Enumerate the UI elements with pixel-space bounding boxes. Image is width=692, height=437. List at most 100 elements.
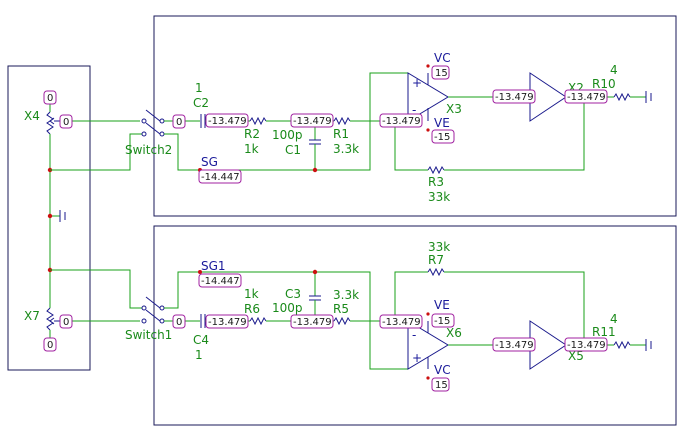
resistor-r1 (333, 116, 351, 126)
probe-c4-out: -13.479 (205, 314, 249, 329)
c2-label: C2 (193, 96, 209, 110)
svg-text:-14.447: -14.447 (201, 172, 240, 183)
x3-plus: + (412, 76, 422, 90)
wire-sw1-sg1 (164, 271, 200, 309)
r1-value: 3.3k (333, 142, 359, 156)
switch1 (141, 296, 165, 324)
r1-label: R1 (333, 127, 349, 141)
probe-x5-out: -13.479 (564, 337, 608, 352)
svg-text:-14.447: -14.447 (201, 276, 240, 287)
svg-text:0: 0 (176, 317, 182, 328)
ground-symbol-r10 (645, 91, 652, 103)
ground-symbol-r11 (645, 339, 652, 351)
probe-x3-vc: 15 (431, 65, 450, 80)
c3-label: C3 (285, 287, 301, 301)
r3-value: 33k (428, 190, 450, 204)
pot-x7 (46, 270, 60, 338)
c3-value: 100p (272, 301, 303, 315)
svg-text:-13.479: -13.479 (495, 92, 534, 103)
probe-r6-out: -13.479 (290, 314, 334, 329)
probe-c2-out: -13.479 (205, 113, 249, 128)
capacitor-c1 (309, 139, 321, 145)
r11-value: 4 (610, 312, 618, 326)
svg-text:-15: -15 (434, 132, 450, 143)
r11-label: R11 (592, 325, 616, 339)
svg-text:15: 15 (435, 68, 448, 79)
probe-x2-out: -13.479 (564, 89, 608, 104)
resistor-r7 (427, 267, 445, 277)
x7-label: X7 (24, 309, 40, 323)
svg-text:-13.479: -13.479 (208, 317, 247, 328)
wire-fb-r3-right (444, 97, 585, 171)
svg-text:-15: -15 (434, 316, 450, 327)
svg-text:-13.479: -13.479 (567, 340, 606, 351)
svg-text:-13.479: -13.479 (382, 317, 421, 328)
svg-text:-13.479: -13.479 (293, 317, 332, 328)
r6-label: R6 (244, 302, 260, 316)
capacitor-c3 (309, 295, 321, 301)
c4-label: C4 (193, 333, 209, 347)
ground-symbol-left (59, 210, 66, 222)
r2-value: 1k (244, 142, 259, 156)
bottom-box (153, 225, 677, 426)
wire-fb-r7-left (394, 271, 428, 321)
probe-r5-out: -13.479 (379, 314, 423, 329)
sg-label: SG (201, 155, 218, 169)
svg-text:0: 0 (63, 117, 69, 128)
c2-value: 1 (195, 81, 203, 95)
probe-x7-bottom: 0 (43, 337, 57, 352)
pot-x4 (46, 104, 60, 170)
r3-label: R3 (428, 175, 444, 189)
x3-minus: - (412, 103, 416, 117)
probe-sw1-out: 0 (172, 314, 186, 329)
x6-ve-label: VE (434, 298, 450, 312)
resistor-r2 (249, 116, 267, 126)
x6-minus: - (412, 328, 416, 342)
probe-x4-wiper: 0 (59, 114, 73, 129)
svg-text:0: 0 (47, 340, 53, 351)
resistor-r3 (427, 165, 445, 175)
c1-label: C1 (285, 143, 301, 157)
opamp-x3 (407, 72, 449, 122)
resistor-r6 (249, 316, 267, 326)
resistor-r5 (333, 316, 351, 326)
r5-label: R5 (333, 302, 349, 316)
capacitor-c4 (200, 314, 206, 328)
svg-text:0: 0 (63, 317, 69, 328)
probe-sg: -14.447 (198, 169, 242, 184)
r6-value: 1k (244, 287, 259, 301)
x3-ve-label: VE (434, 116, 450, 130)
probe-x7-wiper: 0 (59, 314, 73, 329)
c1-value: 100p (272, 128, 303, 142)
sg1-label: SG1 (201, 259, 226, 273)
svg-text:15: 15 (435, 380, 448, 391)
probe-x4-top: 0 (43, 90, 57, 105)
probe-x3-out: -13.479 (492, 89, 536, 104)
probe-x3-ve: -15 (431, 129, 455, 144)
x6-label: X6 (446, 326, 462, 340)
r2-label: R2 (244, 127, 260, 141)
probe-x6-out: -13.479 (492, 337, 536, 352)
x6-plus: + (412, 351, 422, 365)
probe-x6-ve: -15 (431, 313, 455, 328)
wire-sw2-sg (164, 133, 200, 171)
probe-sg1: -14.447 (198, 273, 242, 288)
wire-center-sw2 (50, 133, 142, 171)
switch1-label: Switch1 (125, 328, 172, 342)
svg-text:-13.479: -13.479 (208, 116, 247, 127)
r5-value: 3.3k (333, 288, 359, 302)
r7-value: 33k (428, 240, 450, 254)
switch2 (141, 109, 165, 137)
probe-sw2-out: 0 (172, 114, 186, 129)
r10-value: 4 (610, 63, 618, 77)
x5-label: X5 (568, 349, 584, 363)
c4-value: 1 (195, 348, 203, 362)
wire-fb-r7-right (444, 271, 585, 345)
left-box (7, 65, 91, 371)
svg-text:-13.479: -13.479 (293, 116, 332, 127)
capacitor-c2 (200, 114, 206, 128)
probe-x6-vc: 15 (431, 377, 450, 392)
r10-label: R10 (592, 77, 616, 91)
svg-text:-13.479: -13.479 (495, 340, 534, 351)
resistor-r10 (613, 92, 631, 102)
